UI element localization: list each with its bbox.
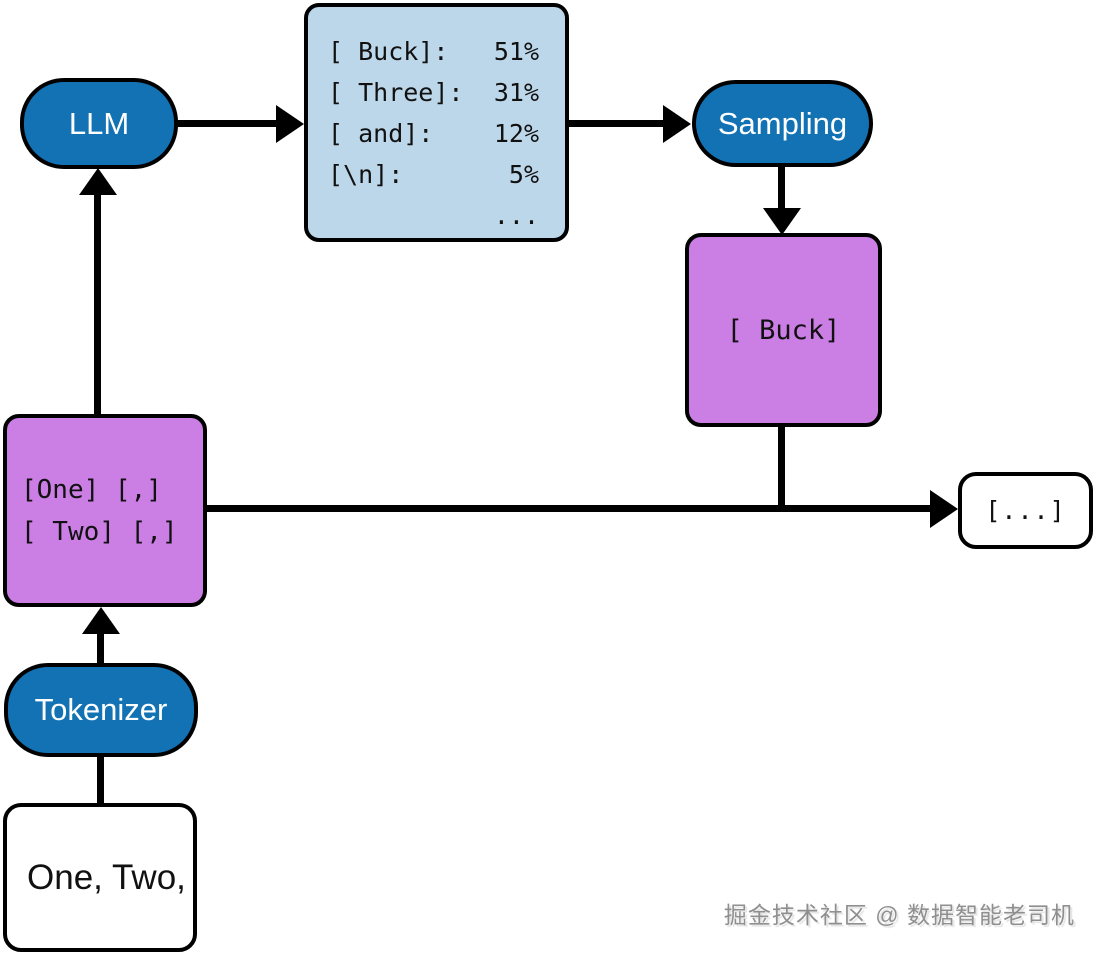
arrowhead-probabilities-to-sampling	[663, 105, 691, 143]
probability-row: [ and]: 12%	[328, 113, 539, 154]
connector-input-to-tokenizer	[97, 755, 104, 805]
connector-sampled-token-to-output-line	[778, 425, 785, 512]
probability-row: ...	[328, 195, 539, 236]
probability-row: [ Three]: 31%	[328, 72, 539, 113]
sampled-token-box: [ Buck]	[685, 233, 882, 427]
tokenizer-node: Tokenizer	[4, 663, 198, 757]
token-label: [ Buck]:	[328, 37, 449, 66]
arrowhead-context-to-llm	[79, 168, 117, 195]
context-line-1: [One] [,]	[21, 474, 162, 505]
llm-label: LLM	[68, 105, 130, 141]
token-probability: 51%	[493, 37, 539, 66]
connector-probabilities-to-sampling	[567, 120, 664, 127]
probability-row: [\n]: 5%	[328, 154, 539, 195]
context-line-2: [ Two] [,]	[21, 516, 178, 547]
connector-context-to-output	[205, 505, 932, 512]
token-probability: ...	[493, 201, 539, 230]
token-probability: 5%	[508, 160, 539, 189]
connector-context-to-llm	[94, 192, 101, 416]
token-label: [ and]:	[328, 119, 434, 148]
input-text-box: One, Two,	[3, 803, 197, 952]
output-tokens-box: [...]	[958, 472, 1093, 549]
token-label: [ Three]:	[328, 78, 464, 107]
token-probability: 31%	[493, 78, 539, 107]
connector-tokenizer-to-context	[97, 632, 104, 665]
arrowhead-tokenizer-to-context	[82, 607, 120, 634]
context-tokens-box: [One] [,] [ Two] [,]	[3, 414, 207, 607]
token-probability: 12%	[493, 119, 539, 148]
arrowhead-llm-to-probabilities	[276, 105, 304, 143]
output-tokens-label: [...]	[985, 496, 1066, 525]
connector-sampling-to-sampled-token	[778, 165, 785, 211]
probabilities-box: [ Buck]: 51% [ Three]: 31% [ and]: 12% […	[304, 3, 569, 242]
connector-llm-to-probabilities	[177, 120, 277, 127]
sampling-node: Sampling	[692, 80, 873, 167]
llm-node: LLM	[20, 78, 178, 169]
input-text-label: One, Two,	[27, 857, 186, 897]
arrowhead-sampling-to-sampled-token	[763, 208, 801, 235]
tokenizer-label: Tokenizer	[34, 692, 168, 727]
probability-row: [ Buck]: 51%	[328, 31, 539, 72]
sampling-label: Sampling	[717, 105, 848, 141]
sampled-token-label: [ Buck]	[726, 314, 841, 346]
arrowhead-context-to-output	[930, 490, 958, 528]
watermark: 掘金技术社区 @ 数据智能老司机	[723, 902, 1075, 928]
token-label: [\n]:	[328, 160, 404, 189]
